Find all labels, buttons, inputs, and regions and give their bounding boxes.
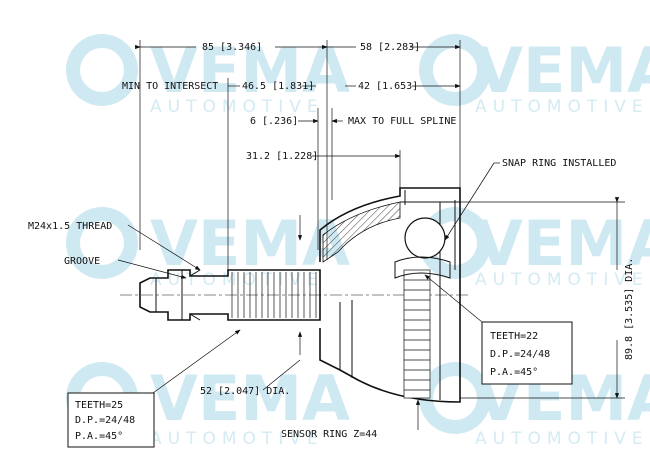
extension-lines <box>139 40 625 399</box>
dim-max-spline-label: MAX TO FULL SPLINE <box>348 116 456 127</box>
bell-housing <box>319 187 461 403</box>
watermark-sub: AUTOMOTIVE <box>150 97 324 117</box>
dimension-texts: 85 [3.346] 58 [2.283] MIN TO INTERSECT 4… <box>122 42 635 397</box>
watermark-brand: VEMA <box>475 34 650 107</box>
watermark-sub: AUTOMOTIVE <box>150 429 324 449</box>
callout-labels: M24x1.5 THREAD GROOVE SNAP RING INSTALLE… <box>28 158 616 440</box>
spec-right-teeth: TEETH=22 <box>490 331 538 342</box>
label-sensor-ring: SENSOR RING Z=44 <box>281 429 377 440</box>
ball-icon <box>404 217 446 259</box>
spec-right-dp: D.P.=24/48 <box>490 349 550 360</box>
dim-min-intersect: 46.5 [1.831] <box>242 81 314 92</box>
stub-shaft <box>139 269 321 321</box>
dim-overall-left: 85 [3.346] <box>202 42 262 53</box>
dim-six: 6 [.236] <box>250 116 298 127</box>
dim-overall-right: 58 [2.283] <box>360 42 420 53</box>
dim-dia-52: 52 [2.047] DIA. <box>200 386 290 397</box>
dimension-lines <box>135 44 620 399</box>
watermark-sub: AUTOMOTIVE <box>475 97 649 117</box>
watermark-sub: AUTOMOTIVE <box>475 429 649 449</box>
leader-lines <box>117 162 500 430</box>
spec-box-right: TEETH=22 D.P.=24/48 P.A.=45° <box>481 321 573 385</box>
label-thread: M24x1.5 THREAD <box>28 221 112 232</box>
watermark-brand: VEMA <box>150 362 350 435</box>
spec-left-teeth: TEETH=25 <box>75 400 123 411</box>
watermark-brand: VEMA <box>150 207 350 280</box>
label-groove: GROOVE <box>64 256 100 267</box>
dim-min-intersect-label: MIN TO INTERSECT <box>122 81 218 92</box>
label-snap-ring: SNAP RING INSTALLED <box>502 158 616 169</box>
dim-dia-898: 89.8 [3.535] DIA. <box>624 258 635 360</box>
spec-right-pa: P.A.=45° <box>490 367 538 378</box>
spec-left-dp: D.P.=24/48 <box>75 415 135 426</box>
sensor-ring <box>403 269 431 399</box>
spec-box-left: TEETH=25 D.P.=24/48 P.A.=45° <box>67 392 155 448</box>
watermark-sub: AUTOMOTIVE <box>150 270 324 290</box>
watermark-brand: VEMA <box>150 34 350 107</box>
dim-max-spline-value: 42 [1.653] <box>358 81 418 92</box>
watermark-sub: AUTOMOTIVE <box>475 270 649 290</box>
dim-thirtyone: 31.2 [1.228] <box>246 151 318 162</box>
watermark-brand: VEMA <box>475 207 650 280</box>
watermark-group: VEMA VEMA VEMA VEMA VEMA VEMA AUTOMOTIVE… <box>66 34 650 449</box>
spec-left-pa: P.A.=45° <box>75 431 123 442</box>
